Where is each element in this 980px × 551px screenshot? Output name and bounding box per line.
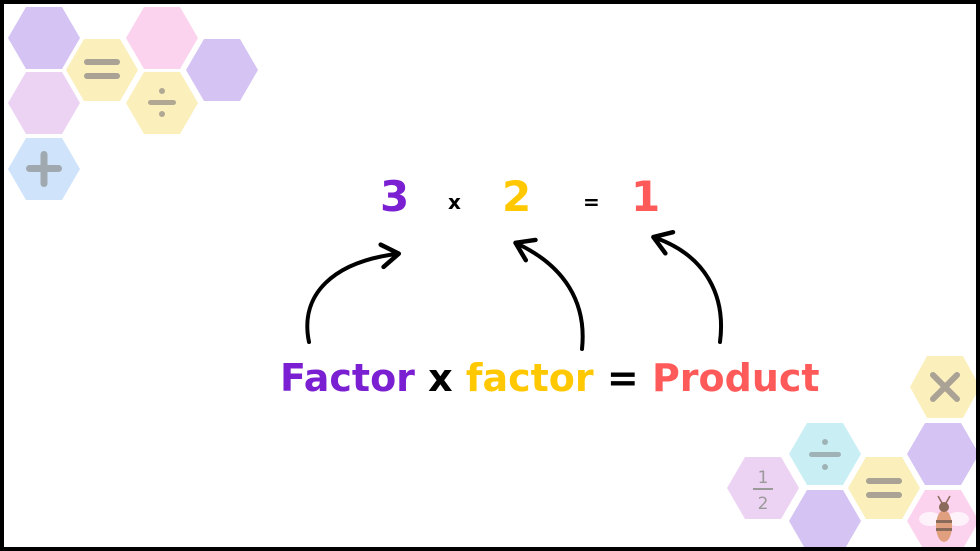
arrow-to-factor1: [305, 242, 402, 344]
hexagon-purple: [186, 39, 258, 101]
hexagon-plus: [8, 138, 80, 200]
equation-factor2: 2: [502, 172, 532, 221]
caption-equals: =: [606, 356, 639, 400]
caption-factor1: Factor: [280, 356, 415, 400]
decoration-layer: 1 2: [8, 7, 976, 547]
equation-times: x: [448, 190, 461, 214]
arrow-to-factor2: [513, 237, 585, 351]
hexagon-bee: [907, 490, 976, 547]
caption-times: x: [428, 356, 453, 400]
hexagon-divide: [126, 72, 198, 134]
bee-icon: [919, 495, 969, 542]
hexagon-half: 1 2: [727, 457, 799, 519]
svg-text:1: 1: [758, 468, 769, 488]
hexagon-purple: [907, 423, 976, 485]
hexagon-purple: [8, 7, 80, 69]
equation-equals: =: [583, 190, 600, 214]
hexagon-lilac: [8, 72, 80, 134]
caption-factor2: factor: [465, 356, 594, 400]
equation-product: 1: [631, 172, 661, 221]
hexagon-purple: [789, 490, 861, 547]
hexagon-pink: [126, 7, 198, 69]
hexagon-divide: [789, 423, 861, 485]
hexagon-equals: [66, 39, 138, 101]
caption: Factor x factor = Product: [4, 356, 976, 400]
arrow-to-product: [651, 229, 723, 344]
hexagon-times: [910, 356, 976, 418]
equation-factor1: 3: [380, 172, 410, 221]
caption-product: Product: [651, 356, 820, 400]
hexagon-equals: [848, 457, 920, 519]
svg-text:2: 2: [758, 494, 769, 514]
